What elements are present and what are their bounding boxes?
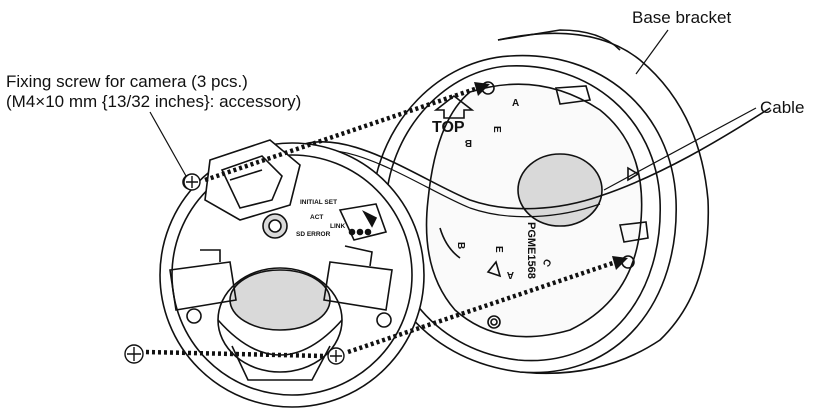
- guide-arrow-right: [347, 259, 617, 355]
- letter-a-lower: A: [507, 269, 514, 280]
- screws: [124, 173, 345, 365]
- letter-b-upper: B: [465, 137, 472, 148]
- camera-body: [159, 139, 425, 408]
- bracket-markings: TOP PGME1568 A B E B E A C: [432, 98, 553, 280]
- camera-markings: INITIAL SET ACT LINK SD ERROR: [296, 199, 345, 238]
- letter-a-upper: A: [512, 98, 519, 109]
- camera-rail: [169, 261, 237, 311]
- camera-screw-lug: [186, 308, 202, 324]
- fixing-screw: [124, 344, 144, 364]
- leader-fixing-screw: [149, 111, 187, 177]
- fixing-screw: [327, 347, 345, 365]
- letter-b-lower: B: [455, 242, 466, 249]
- callout-cable: Cable: [760, 98, 805, 117]
- act-label: ACT: [310, 214, 323, 221]
- bracket-slot: [619, 221, 649, 243]
- letter-e-lower: E: [493, 246, 504, 253]
- leader-lines: [149, 29, 757, 191]
- link-label: LINK: [330, 223, 345, 230]
- bracket-screw-hole: [487, 315, 501, 329]
- top-mark: TOP: [432, 119, 465, 136]
- callout-base-bracket: Base bracket: [632, 8, 732, 27]
- fixing-screw-line1: Fixing screw for camera (3 pcs.): [6, 72, 248, 91]
- guide-arrow-top: [204, 85, 479, 183]
- fixing-screw: [183, 173, 201, 191]
- letter-c: C: [540, 257, 553, 269]
- cable-hole: [517, 153, 603, 227]
- leader-cable: [603, 107, 757, 191]
- base-bracket: [370, 29, 710, 375]
- letter-e-upper: E: [491, 126, 502, 133]
- leader-base-bracket: [635, 29, 669, 75]
- bracket-slot: [554, 85, 592, 105]
- camera-screw-lug: [376, 312, 392, 328]
- arrow-heads: [474, 82, 628, 270]
- initial-set-label: INITIAL SET: [300, 199, 337, 206]
- camera-connector-block: [204, 139, 301, 221]
- triangle-mark: [627, 166, 640, 182]
- model-mark: PGME1568: [525, 222, 537, 279]
- led-panel: [338, 203, 388, 241]
- guide-arrows: [145, 85, 617, 359]
- bracket-slot: [439, 227, 461, 259]
- fixing-screw-line2: (M4×10 mm {13/32 inches}: accessory): [6, 92, 302, 111]
- triangle-mark: [486, 260, 502, 278]
- top-arrow: [433, 94, 475, 119]
- callout-fixing-screw: Fixing screw for camera (3 pcs.) (M4×10 …: [6, 72, 301, 112]
- camera-inner-ring: [171, 154, 413, 396]
- camera-rail: [323, 261, 393, 311]
- cable: [289, 107, 771, 210]
- sd-error-label: SD ERROR: [296, 231, 331, 238]
- bracket-outer-shell: [497, 32, 710, 375]
- bracket-top-lug: [497, 29, 621, 51]
- bracket-rim-inner: [384, 65, 661, 362]
